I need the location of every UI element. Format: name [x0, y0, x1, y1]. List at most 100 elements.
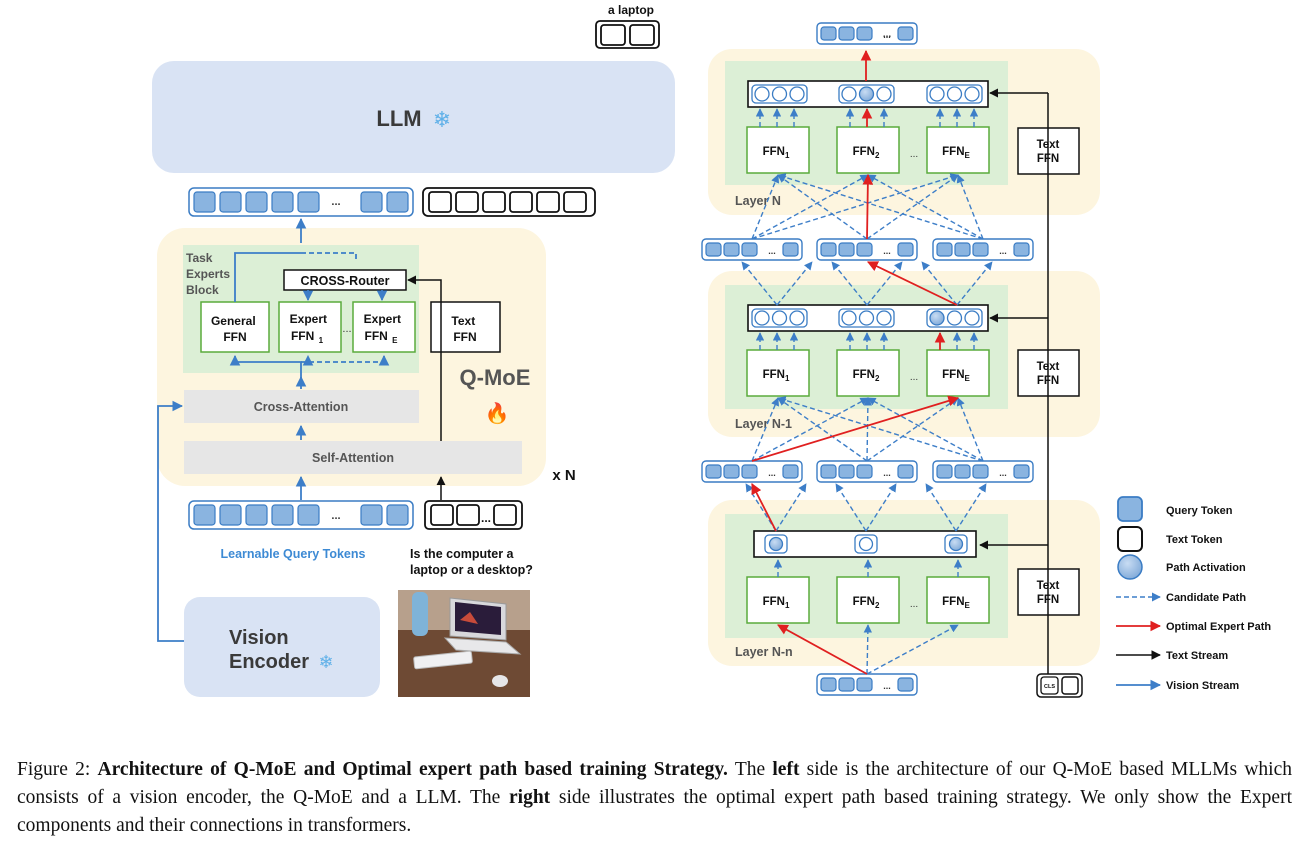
ffn-2-box — [836, 126, 900, 174]
self-attention-label: Self-Attention — [312, 451, 394, 465]
router-bar — [747, 304, 989, 332]
ffn-e-label: FFNE — [942, 596, 970, 610]
ffn-ellipsis: ... — [910, 599, 918, 610]
candidate-path — [751, 397, 869, 462]
final-output-tokens: ... — [816, 22, 918, 45]
optimal-expert-path — [867, 261, 958, 306]
general-ffn-label: General FFN — [211, 314, 259, 344]
cross-router-box — [283, 269, 407, 291]
text-token — [455, 191, 479, 213]
candidate-token-row: ... — [816, 238, 918, 261]
query-token — [1013, 242, 1030, 257]
layer-n-label: Layer N — [735, 194, 781, 208]
token-circle — [876, 86, 892, 102]
ffn-2: FFN2 — [836, 576, 900, 624]
candidate-token-row: ... — [816, 460, 918, 483]
token-ellipsis: ... — [883, 681, 891, 691]
query-token — [1013, 464, 1030, 479]
text-token — [428, 191, 452, 213]
candidate-path — [866, 174, 959, 240]
legend-label: Candidate Path — [1166, 592, 1246, 604]
candidate-path — [777, 173, 984, 240]
token-ellipsis: ... — [768, 468, 776, 478]
ffn-e: FFNE — [926, 576, 990, 624]
output-token-ellipsis: ... — [331, 196, 340, 208]
query-token — [271, 504, 294, 526]
query-token — [705, 242, 722, 257]
learnable-query-tokens — [188, 500, 414, 530]
candidate-token-row: ... — [816, 22, 918, 45]
token-circle — [946, 310, 963, 326]
query-token — [219, 504, 242, 526]
ffn-e-label: FFNE — [942, 369, 970, 383]
candidate-path — [865, 483, 897, 532]
ffn-2-box — [836, 349, 900, 397]
query-token — [954, 464, 971, 479]
repeat-label: x N — [552, 467, 575, 484]
token-circle — [841, 310, 857, 326]
text-token — [536, 191, 560, 213]
qmoe-label: Q-MoE — [460, 365, 531, 390]
token-circle — [876, 310, 892, 326]
candidate-path — [751, 174, 869, 240]
token-circle — [754, 86, 770, 102]
vision-encoder-block — [184, 597, 380, 697]
candidate-path — [831, 261, 868, 306]
expert-ffn-e-box — [352, 301, 416, 353]
query-token — [245, 191, 268, 213]
query-token — [897, 677, 914, 692]
candidate-path — [777, 396, 984, 462]
snowflake-icon: ❄ — [318, 652, 333, 672]
query-token — [297, 504, 320, 526]
cls-label: CLS — [1044, 684, 1055, 690]
ffn-ellipsis: ... — [910, 149, 918, 160]
query-token — [245, 504, 268, 526]
text-token — [509, 191, 533, 213]
candidate-path — [921, 261, 958, 306]
ffn-ellipsis: ... — [910, 372, 918, 383]
ffn-2-label: FFN2 — [853, 146, 880, 160]
token-circle — [946, 86, 963, 102]
text-token — [482, 191, 506, 213]
query-token — [856, 677, 873, 692]
query-token-icon — [1117, 496, 1143, 522]
candidate-token-row: ... — [816, 673, 918, 696]
query-token — [723, 242, 740, 257]
candidate-path — [835, 483, 867, 532]
query-token — [193, 504, 216, 526]
legend-label: Text Stream — [1166, 650, 1228, 662]
candidate-path — [863, 397, 873, 462]
layer-n-1-label: Layer N-1 — [735, 417, 792, 431]
candidate-path — [776, 261, 813, 306]
candidate-path — [956, 397, 984, 462]
optimal-expert-path — [777, 624, 868, 675]
query-token — [838, 242, 855, 257]
text-token-icon — [1117, 526, 1143, 552]
query-token — [954, 242, 971, 257]
path-activation-circle — [768, 536, 784, 552]
candidate-path — [741, 261, 778, 306]
optimal-expert-path — [862, 173, 874, 240]
task-experts-label: Task Experts Block — [186, 251, 233, 297]
legend-label: Text Token — [1166, 534, 1223, 546]
query-token — [297, 191, 320, 213]
query-token — [219, 191, 242, 213]
text-stream-line — [979, 88, 1049, 674]
expert-ffn-e-label: Expert FFN E — [364, 312, 405, 345]
general-ffn-box — [200, 301, 270, 353]
candidate-path — [863, 624, 873, 675]
path-activation-icon — [1117, 554, 1143, 580]
ffn-1: FFN1 — [746, 349, 810, 397]
ffn-1: FFN1 — [746, 126, 810, 174]
query-token — [723, 464, 740, 479]
query-token — [936, 464, 953, 479]
token-circle — [771, 86, 788, 102]
ffn-2-box — [836, 576, 900, 624]
query-token — [782, 242, 799, 257]
cls-text-tokens — [1036, 673, 1083, 698]
query-token — [271, 191, 294, 213]
router-bar — [747, 80, 989, 108]
query-token — [838, 677, 855, 692]
